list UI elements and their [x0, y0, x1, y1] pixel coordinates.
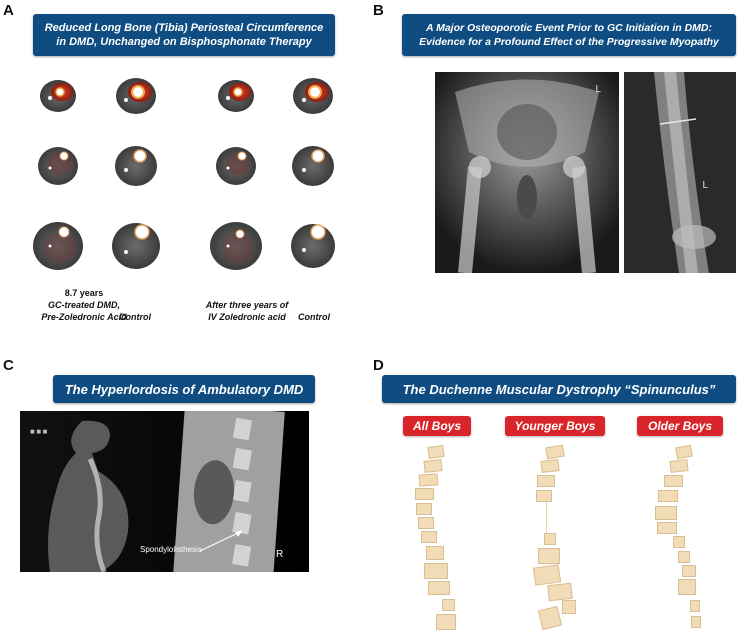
vertebra [545, 444, 565, 460]
section-row2-col1 [38, 147, 78, 185]
col3-caption-line1: After three years of [205, 300, 289, 310]
vertebra [537, 605, 563, 631]
col1-caption-line1: 8.7 years [64, 288, 104, 298]
vertebra [678, 579, 696, 595]
vertebra [657, 522, 677, 534]
vertebra [538, 548, 560, 564]
panel-b-title-banner: A Major Osteoporotic Event Prior to GC I… [402, 14, 736, 56]
col4-caption: Control [298, 312, 330, 322]
pelvis-xray-marker: L [595, 84, 601, 95]
vertebra [537, 475, 555, 487]
vertebra [544, 533, 556, 545]
section-row1-col2 [116, 78, 156, 114]
svg-text:■ ■ ■: ■ ■ ■ [30, 429, 48, 435]
vertebra [690, 600, 700, 612]
vertebra [664, 475, 683, 487]
panel-c-title: The Hyperlordosis of Ambulatory DMD [64, 381, 304, 397]
vertebra [658, 490, 678, 502]
panel-a-title-line1: Reduced Long Bone (Tibia) Periosteal Cir… [44, 22, 324, 34]
section-row3-col4 [291, 224, 335, 268]
vertebra [428, 581, 450, 595]
vertebra [418, 473, 439, 487]
pill-younger-boys: Younger Boys [505, 416, 605, 436]
pelvis-xray: L [435, 72, 619, 273]
section-row3-col2 [112, 223, 160, 269]
pill-older-boys: Older Boys [637, 416, 723, 436]
vertebra [415, 488, 434, 500]
vertebra [675, 444, 693, 460]
col3-caption-line2: IV Zoledronic acid [208, 312, 286, 322]
panel-a-letter: A [3, 2, 14, 19]
vertebra [436, 614, 456, 630]
col2-caption: Control [119, 312, 151, 322]
section-row2-col2 [115, 146, 157, 186]
vertebra [421, 531, 437, 543]
vertebra [547, 582, 573, 602]
spine-lateral-xray: ■ ■ ■ Spondylolisthesis R [20, 411, 309, 572]
vertebra [655, 506, 677, 520]
section-row1-col4 [293, 78, 333, 114]
vertebra [423, 459, 443, 473]
panel-b-title-line1: A Major Osteoporotic Event Prior to GC I… [425, 22, 713, 34]
col1-caption-line2: GC-treated DMD, [47, 300, 120, 310]
vertebra [562, 600, 576, 614]
panel-d-title-banner: The Duchenne Muscular Dystrophy “Spinunc… [382, 375, 736, 403]
spondylolisthesis-label: Spondylolisthesis [140, 545, 202, 554]
vertebra [418, 517, 434, 529]
panel-c-title-banner: The Hyperlordosis of Ambulatory DMD [53, 375, 315, 403]
section-row1-col1 [40, 80, 76, 112]
tibia-cross-sections [33, 78, 335, 270]
col1-caption: 8.7 years GC-treated DMD, Pre-Zoledronic… [28, 287, 140, 323]
vertebra [424, 563, 448, 579]
vertebra [691, 616, 701, 628]
panel-d-letter: D [373, 357, 384, 374]
vertebra [426, 546, 444, 560]
vertebra [416, 503, 432, 515]
col3-caption: After three years of IV Zoledronic acid [192, 299, 302, 323]
vertebra [673, 536, 685, 548]
vertebra [682, 565, 696, 577]
panel-d-title: The Duchenne Muscular Dystrophy “Spinunc… [402, 381, 716, 397]
femur-xray-marker: L [702, 180, 708, 191]
vertebra [442, 599, 455, 611]
panel-b-title-line2: Evidence for a Profound Effect of the Pr… [419, 36, 719, 48]
section-row2-col4 [292, 146, 334, 186]
vertebra [536, 490, 552, 502]
section-row3-col1 [33, 222, 83, 270]
vertebra [669, 459, 689, 473]
section-row1-col3 [218, 80, 254, 112]
col1-caption-line3: Pre-Zoledronic Acid [41, 312, 127, 322]
spine-xray-marker: R [276, 549, 284, 560]
pill-all-boys: All Boys [403, 416, 471, 436]
vertebra [427, 444, 445, 460]
panel-a-title-banner: Reduced Long Bone (Tibia) Periosteal Cir… [33, 14, 335, 56]
panel-a-title-line2: in DMD, Unchanged on Bisphosphonate Ther… [56, 36, 312, 48]
section-row3-col3 [210, 222, 262, 270]
spinal-cord-line [546, 502, 547, 533]
vertebra [540, 459, 560, 473]
section-row2-col3 [216, 147, 256, 185]
vertebra [532, 564, 562, 586]
panel-c-letter: C [3, 357, 14, 374]
panel-b-letter: B [373, 2, 384, 19]
femur-xray: L [624, 72, 736, 273]
vertebra [678, 551, 690, 563]
